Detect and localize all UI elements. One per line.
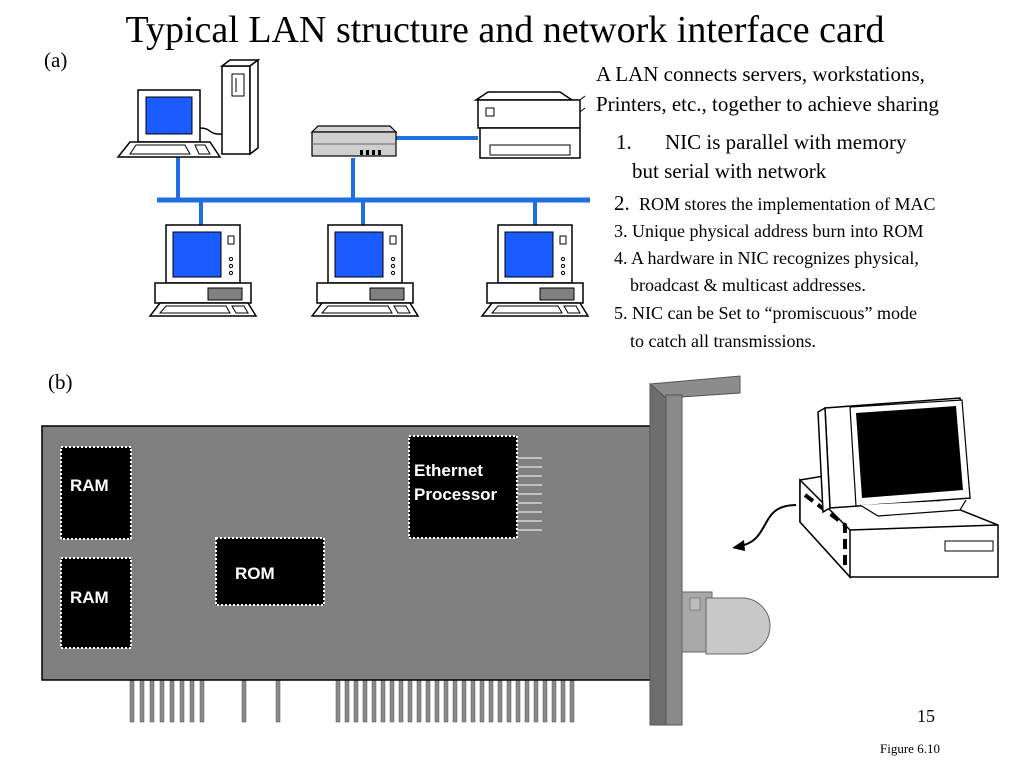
workstation-tower-icon xyxy=(116,58,261,158)
ram-chip-1-label: RAM xyxy=(70,476,109,495)
ethernet-processor-pins xyxy=(518,457,542,531)
label-a: (a) xyxy=(44,48,68,72)
workstation-1-icon xyxy=(148,224,258,317)
nic-diagram xyxy=(41,375,999,726)
ram-chip-2-label: RAM xyxy=(70,588,109,607)
point-2-marker: 2. xyxy=(614,191,630,215)
figure-caption: Figure 6.10 xyxy=(880,741,940,756)
label-b: (b) xyxy=(48,370,73,394)
intro-line-1: A LAN connects servers, workstations, xyxy=(596,62,925,86)
lan-diagram xyxy=(116,58,590,317)
point-1-text: NIC is parallel with memory xyxy=(665,130,907,154)
hub-icon xyxy=(310,125,398,157)
ram-chip-1 xyxy=(60,446,132,540)
point-5-text: 5. NIC can be Set to “promiscuous” mode xyxy=(614,303,917,323)
point-3-text: 3. Unique physical address burn into ROM xyxy=(614,221,924,241)
point-5-continuation: to catch all transmissions. xyxy=(630,331,816,351)
bnc-connector-icon xyxy=(681,591,771,655)
rom-chip-label: ROM xyxy=(235,564,275,583)
workstation-3-icon xyxy=(480,224,590,317)
point-2-text: ROM stores the implementation of MAC xyxy=(639,194,936,214)
ethernet-processor-chip xyxy=(408,435,518,539)
intro-line-2: Printers, etc., together to achieve shar… xyxy=(596,92,939,116)
ethernet-processor-label-line-1: Ethernet xyxy=(414,461,483,480)
pc-icon xyxy=(799,397,999,579)
point-4-text: 4. A hardware in NIC recognizes physical… xyxy=(614,248,919,268)
ethernet-processor-label-line-2: Processor xyxy=(414,485,498,504)
mounting-bracket xyxy=(648,375,741,726)
workstation-2-icon xyxy=(310,224,420,317)
page-number: 15 xyxy=(917,706,935,726)
nic-board xyxy=(41,425,663,681)
slide-title: Typical LAN structure and network interf… xyxy=(125,9,885,51)
ram-chip-2 xyxy=(60,557,132,649)
edge-connector-pins xyxy=(129,679,575,723)
point-1-marker: 1. xyxy=(616,130,632,154)
point-1-continuation: but serial with network xyxy=(632,159,827,183)
cable-arrow xyxy=(732,504,797,551)
printer-icon xyxy=(473,91,586,159)
rom-chip xyxy=(215,537,325,606)
point-4-continuation: broadcast & multicast addresses. xyxy=(630,275,866,295)
